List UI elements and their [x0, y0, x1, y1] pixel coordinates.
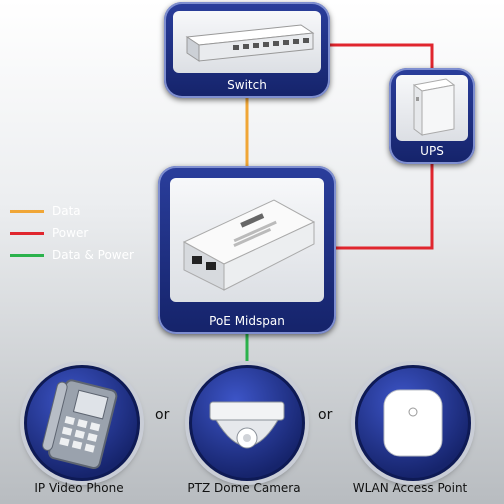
legend-label-data-power: Data & Power	[52, 248, 134, 262]
ups-node[interactable]: UPS	[389, 68, 475, 164]
power-line-switch-ups	[330, 43, 434, 70]
separator-or-2: or	[318, 407, 333, 423]
legend-label-power: Power	[52, 226, 89, 240]
legend-label-data: Data	[52, 204, 81, 218]
ups-image-panel	[396, 75, 468, 141]
legend-swatch-data	[10, 209, 44, 213]
switch-image-panel	[173, 11, 321, 73]
midspan-icon	[182, 199, 316, 291]
legend-item-power: Power	[10, 222, 134, 244]
legend: Data Power Data & Power	[10, 200, 134, 266]
dome-camera-circle[interactable]	[189, 365, 305, 481]
separator-or-1: or	[155, 407, 170, 423]
access-point-circle[interactable]	[355, 365, 471, 481]
legend-item-data: Data	[10, 200, 134, 222]
switch-label: Switch	[227, 78, 267, 92]
ip-phone-icon	[42, 379, 118, 470]
switch-icon	[185, 24, 315, 62]
legend-swatch-data-power	[10, 253, 44, 257]
device-label-dome-camera: PTZ Dome Camera	[187, 481, 301, 495]
device-label-access-point: WLAN Access Point	[352, 481, 468, 495]
switch-node[interactable]: Switch	[164, 2, 330, 98]
ip-phone-circle[interactable]	[24, 365, 140, 481]
device-label-ip-phone: IP Video Phone	[34, 481, 124, 495]
legend-swatch-power	[10, 231, 44, 235]
midspan-label: PoE Midspan	[209, 314, 285, 328]
ups-label: UPS	[420, 144, 444, 158]
power-line-ups-midspan	[336, 164, 434, 250]
midspan-image-panel	[170, 178, 324, 302]
midspan-node[interactable]: PoE Midspan	[158, 166, 336, 334]
ups-icon	[412, 78, 456, 136]
access-point-icon	[383, 389, 443, 457]
dome-camera-icon	[209, 401, 285, 449]
legend-item-data-power: Data & Power	[10, 244, 134, 266]
